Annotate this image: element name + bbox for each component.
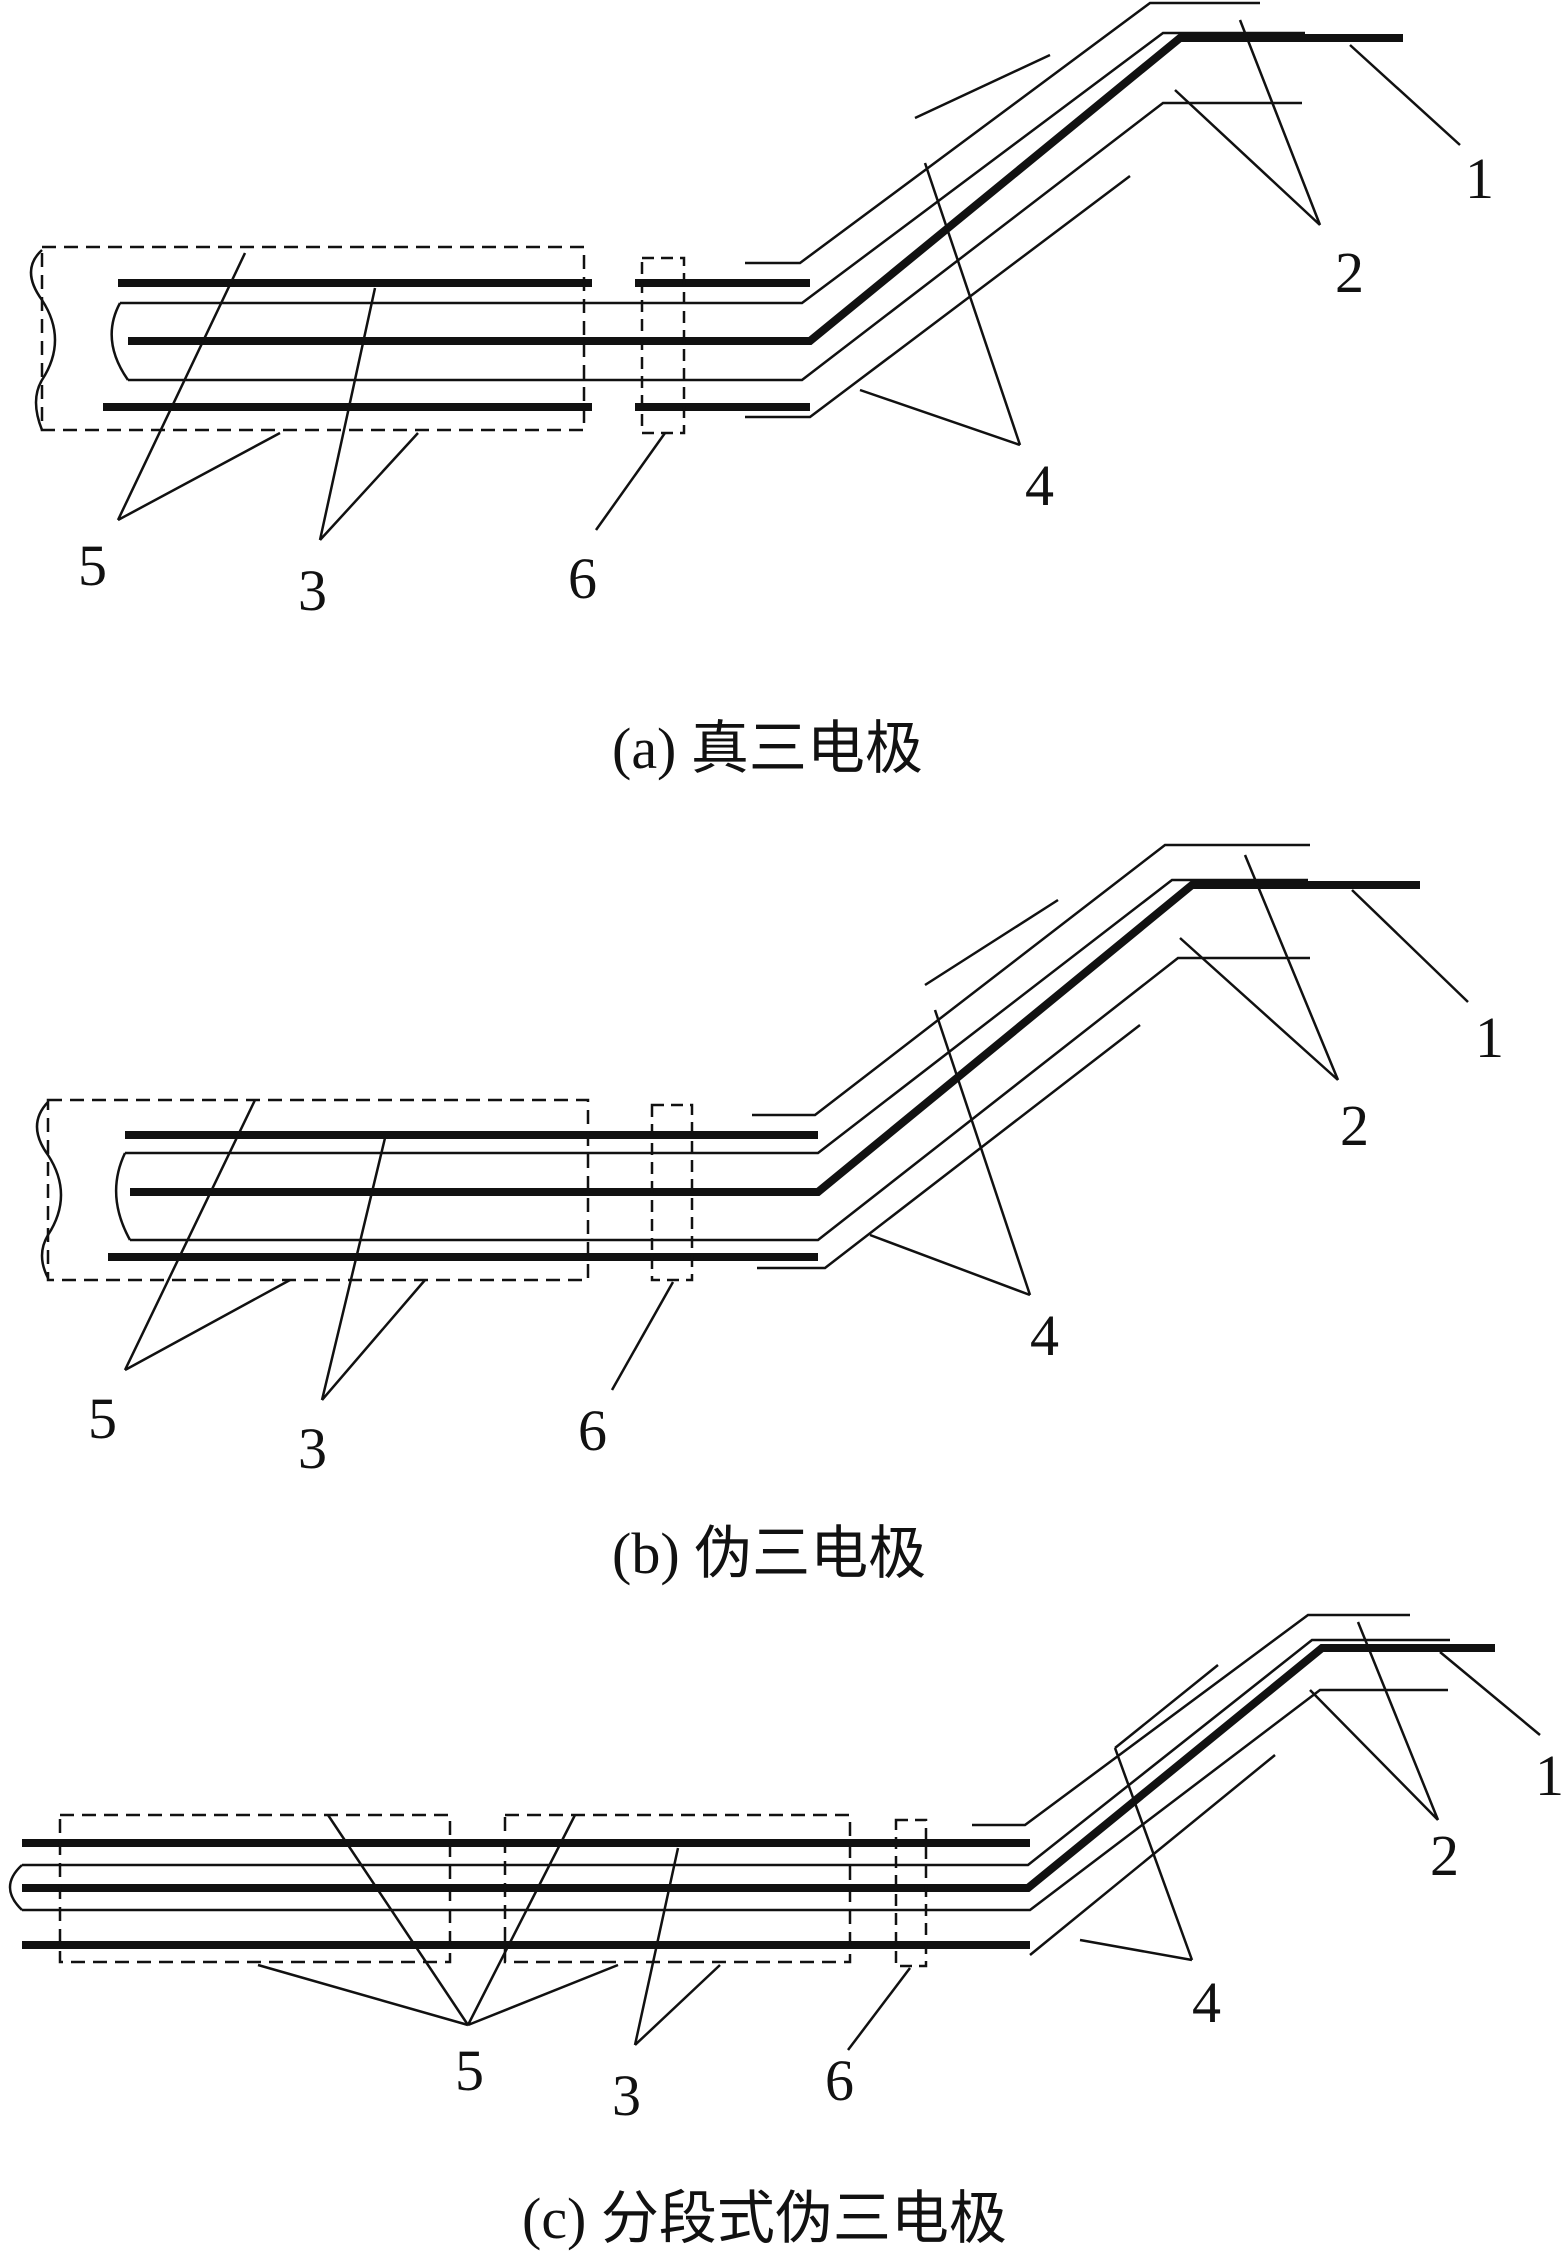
leader-2: [1309, 1621, 1440, 1821]
label-5: 5: [455, 2038, 484, 2103]
insulation-lower-outer: [757, 1024, 1141, 1270]
leader-2: [1174, 19, 1322, 226]
panel-c-labels: 1 2 4 5 3 6 (c) 分段式伪三电极: [455, 1743, 1561, 2251]
insulation-upper-stub: [914, 53, 1051, 120]
caption-c: (c) 分段式伪三电极: [522, 2186, 1007, 2251]
leader-3: [320, 1137, 426, 1401]
leader-3: [633, 1847, 721, 2046]
leader-6: [610, 1281, 675, 1391]
label-2: 2: [1430, 1823, 1459, 1888]
label-6: 6: [578, 1398, 607, 1463]
label-3: 3: [298, 1416, 327, 1481]
core-conductor: [128, 34, 1403, 345]
label-4: 4: [1025, 453, 1054, 518]
insulation-upper-inner: [22, 1638, 1450, 1867]
gap-region-box: [640, 256, 686, 435]
insulation-upper-inner: [120, 31, 1305, 305]
leader-3: [318, 287, 419, 541]
caption-b: (b) 伪三电极: [612, 1521, 926, 1586]
label-3: 3: [612, 2063, 641, 2128]
leader-5: [257, 1814, 619, 2027]
gap-region-box: [894, 1818, 928, 1968]
conductor-loop-end: [110, 302, 130, 381]
electrode-region-box: [40, 245, 586, 432]
insulation-upper-stub: [1114, 1664, 1219, 1749]
conductor-loop-end: [114, 1152, 132, 1241]
leader-4: [1079, 1747, 1194, 1962]
label-1: 1: [1465, 146, 1494, 211]
insulation-lower-inner: [128, 101, 1302, 382]
break-line: [35, 1101, 63, 1279]
panel-a-labels: 1 2 4 5 3 6 (a) 真三电极: [78, 146, 1494, 781]
label-5: 5: [88, 1386, 117, 1451]
insulation-upper-stub: [924, 898, 1059, 987]
insulation-lower-outer: [745, 175, 1131, 419]
insulation-upper-inner: [125, 878, 1308, 1155]
leader-6: [594, 432, 667, 531]
insulation-lower-outer: [1029, 1754, 1276, 1956]
caption-a: (a) 真三电极: [612, 716, 923, 781]
leader-5: [116, 252, 281, 522]
leader-1: [1349, 44, 1461, 146]
label-6: 6: [568, 546, 597, 611]
electrode-region-box: [46, 1098, 590, 1282]
label-2: 2: [1335, 240, 1364, 305]
label-1: 1: [1535, 1743, 1561, 1808]
label-3: 3: [298, 558, 327, 623]
panel-a: [29, 1, 1461, 541]
label-6: 6: [825, 2048, 854, 2113]
insulation-lower-inner: [130, 956, 1310, 1242]
leader-4: [859, 162, 1022, 447]
label-5: 5: [78, 533, 107, 598]
electrode-segment-box-2: [503, 1813, 852, 1964]
gap-region-box: [650, 1103, 694, 1282]
conductor-loop-end: [8, 1864, 23, 1911]
panel-b: [35, 843, 1469, 1401]
insulation-upper-outer: [972, 1613, 1410, 1827]
label-1: 1: [1475, 1005, 1504, 1070]
core-conductor: [22, 1644, 1495, 1892]
insulation-upper-outer: [752, 843, 1310, 1117]
break-line: [29, 249, 57, 431]
leader-1: [1439, 1651, 1541, 1736]
insulation-upper-outer: [745, 1, 1260, 265]
electrode-segment-box-1: [58, 1813, 452, 1964]
label-2: 2: [1340, 1093, 1369, 1158]
leader-1: [1351, 889, 1469, 1003]
panel-b-labels: 1 2 4 5 3 6 (b) 伪三电极: [88, 1005, 1504, 1586]
leader-5: [123, 1099, 291, 1372]
leader-4: [869, 1009, 1032, 1297]
label-4: 4: [1030, 1303, 1059, 1368]
panel-c: [8, 1613, 1541, 2051]
core-conductor: [130, 881, 1420, 1196]
leader-6: [847, 1967, 911, 2051]
label-4: 4: [1192, 1970, 1221, 2035]
leader-2: [1179, 854, 1340, 1081]
